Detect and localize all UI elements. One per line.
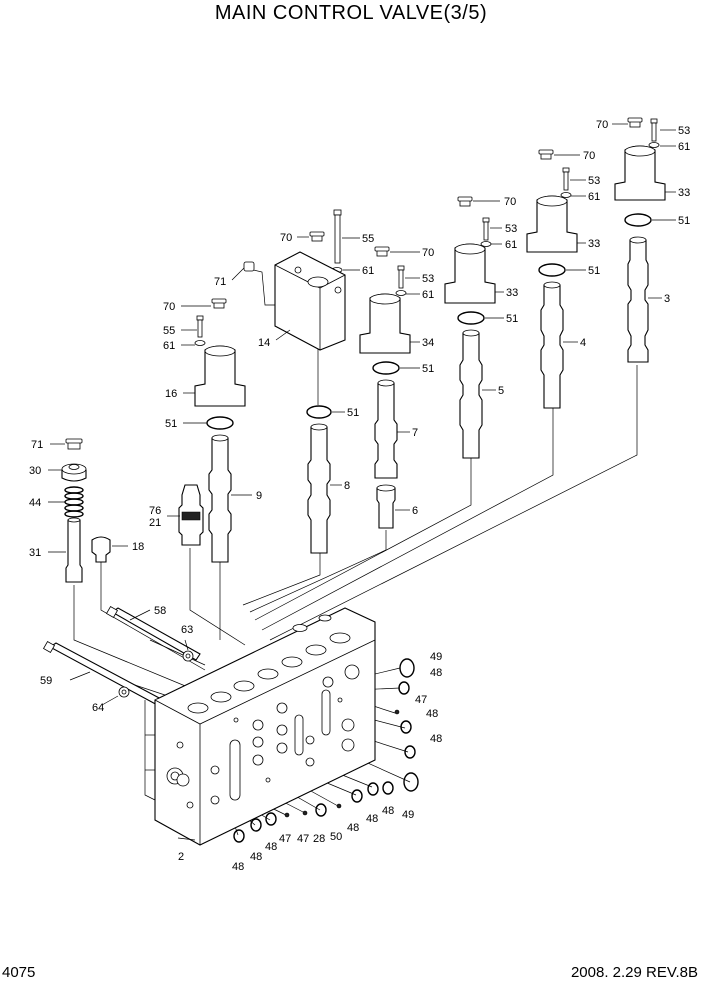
label-61: 61 [588,191,600,203]
label-49: 49 [402,809,414,821]
label-48: 48 [250,851,262,863]
label-5: 5 [498,385,504,397]
label-31: 31 [29,547,41,559]
label-53: 53 [678,125,690,137]
pilot-cap-3-group [612,117,676,363]
pilot-cap-4-group [526,149,586,409]
label-7: 7 [412,427,418,439]
label-70: 70 [163,301,175,313]
label-61: 61 [678,141,690,153]
label-48: 48 [347,822,359,834]
label-51: 51 [165,418,177,430]
label-2: 2 [178,851,184,863]
label-4: 4 [580,337,586,349]
label-61: 61 [163,340,175,352]
label-49: 49 [430,651,442,663]
label-18: 18 [132,541,144,553]
label-33: 33 [678,187,690,199]
label-48: 48 [265,841,277,853]
label-71: 71 [214,276,226,288]
label-48: 48 [366,813,378,825]
tie-bolts-group [42,605,201,715]
o-rings-group [233,658,419,843]
label-51: 51 [506,313,518,325]
label-33: 33 [506,287,518,299]
label-76: 76 [149,505,161,517]
label-30: 30 [29,465,41,477]
page-title: MAIN CONTROL VALVE(3/5) [214,2,488,24]
label-48: 48 [426,708,438,720]
label-50: 50 [330,831,342,843]
label-44: 44 [29,497,41,509]
label-53: 53 [588,175,600,187]
label-47: 47 [279,833,291,845]
spring-44 [64,486,84,518]
label-63: 63 [181,624,193,636]
label-59: 59 [40,675,52,687]
label-51: 51 [347,407,359,419]
pilot-cap-7-group [359,246,420,529]
relief-parts-group [48,438,128,583]
page-number: 4075 [2,964,36,981]
label-48: 48 [232,861,244,873]
label-61: 61 [362,265,374,277]
label-70: 70 [422,247,434,259]
label-9: 9 [256,490,262,502]
label-51: 51 [422,363,434,375]
valve-body-2 [144,607,376,846]
revision-date: 2008. 2.29 REV.8B [570,964,698,981]
cover-block-14-group [231,209,360,554]
label-64: 64 [92,702,104,714]
label-48: 48 [430,667,442,679]
label-70: 70 [596,119,608,131]
label-48: 48 [382,805,394,817]
label-53: 53 [422,273,434,285]
label-70: 70 [504,196,516,208]
label-51: 51 [678,215,690,227]
label-55: 55 [362,233,374,245]
label-47: 47 [415,694,427,706]
label-58: 58 [154,605,166,617]
label-8: 8 [344,480,350,492]
label-6: 6 [412,505,418,517]
label-61: 61 [422,289,434,301]
label-53: 53 [505,223,517,235]
label-21: 21 [149,517,161,529]
pilot-cap-5-group [444,196,504,459]
label-70: 70 [280,232,292,244]
label-16: 16 [165,388,177,400]
label-34: 34 [422,337,434,349]
label-70: 70 [583,150,595,162]
pilot-cap-16-group [167,298,252,563]
part-labels: 70 53 61 33 51 3 70 53 61 33 51 4 70 53 … [29,119,690,873]
label-55: 55 [163,325,175,337]
label-14: 14 [258,337,270,349]
label-51: 51 [588,265,600,277]
label-3: 3 [664,293,670,305]
label-71: 71 [31,439,43,451]
label-61: 61 [505,239,517,251]
label-47: 47 [297,833,309,845]
label-33: 33 [588,238,600,250]
label-28: 28 [313,833,325,845]
label-48: 48 [430,733,442,745]
